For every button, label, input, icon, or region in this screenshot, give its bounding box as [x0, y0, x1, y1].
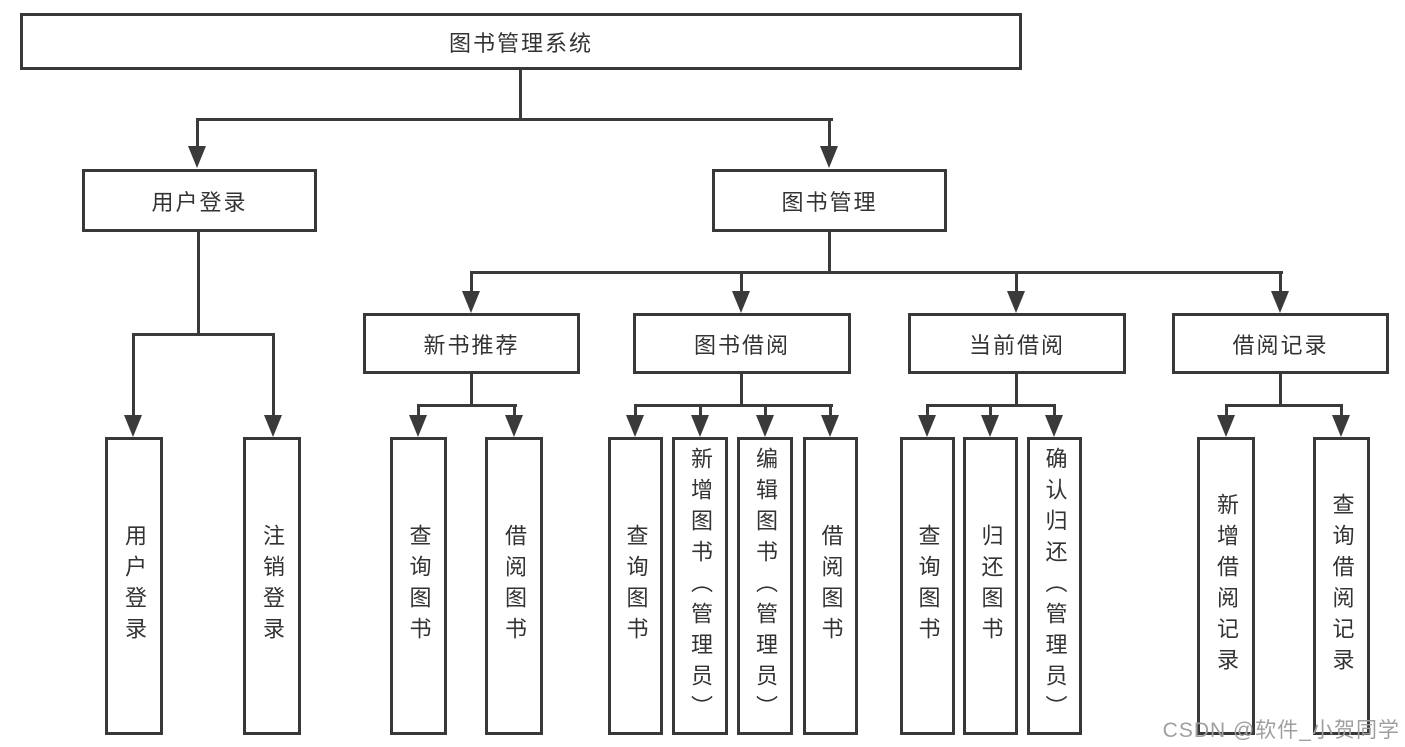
leaf-rec-borrow-books-label: 借阅图书: [502, 524, 527, 648]
node-new-book-recommend-label: 新书推荐: [423, 332, 520, 358]
node-book-management-label: 图书管理: [781, 189, 878, 215]
leaf-bb-borrow-books: 借阅图书: [803, 437, 858, 735]
leaf-cb-confirm-return-admin: 确认归还（管理员）: [1027, 437, 1082, 735]
leaf-bb-edit-books-admin: 编辑图书（管理员）: [737, 437, 793, 735]
arrowhead-br-add-icon: [1217, 415, 1235, 437]
leaf-cb-query-books-label: 查询图书: [915, 524, 941, 648]
arrowhead-current-borrow-icon: [1007, 291, 1025, 313]
connector-br-crossbar: [1225, 404, 1343, 407]
connector-drop-bb-add: [699, 404, 702, 418]
node-root-book-management-system: 图书管理系统: [20, 13, 1022, 70]
arrowhead-br-query-icon: [1332, 415, 1350, 437]
connector-rec-stem: [470, 374, 473, 407]
connector-drop-logout-leaf: [272, 333, 275, 417]
node-book-management: 图书管理: [712, 169, 947, 232]
arrowhead-borrow-records-icon: [1271, 291, 1289, 313]
connector-drop-user-login: [196, 118, 199, 150]
connector-drop-book-borrow: [740, 271, 743, 293]
node-current-borrowing: 当前借阅: [908, 313, 1126, 374]
arrowhead-bb-borrow-icon: [821, 415, 839, 437]
connector-user-login-stem: [197, 232, 200, 336]
arrowhead-bb-query-icon: [626, 415, 644, 437]
leaf-user-login-label: 用户登录: [122, 524, 147, 648]
connector-drop-book-mgmt: [828, 118, 831, 150]
connector-book-mgmt-crossbar: [470, 271, 1283, 274]
connector-bb-stem: [740, 374, 743, 407]
node-user-login: 用户登录: [82, 169, 317, 232]
connector-drop-current-borrow: [1015, 271, 1018, 293]
node-borrowing-records: 借阅记录: [1172, 313, 1389, 374]
node-book-borrowing: 图书借阅: [633, 313, 851, 374]
connector-drop-cb-query: [926, 404, 929, 418]
leaf-bb-borrow-books-label: 借阅图书: [818, 524, 844, 648]
leaf-br-query-record: 查询借阅记录: [1313, 437, 1370, 735]
leaf-rec-query-books: 查询图书: [390, 437, 447, 735]
connector-drop-br-query: [1340, 404, 1343, 418]
connector-drop-bb-borrow: [829, 404, 832, 418]
csdn-watermark: CSDN @软件_小贺同学: [1162, 719, 1400, 742]
connector-user-login-crossbar: [132, 333, 275, 336]
connector-drop-bb-query: [634, 404, 637, 418]
arrowhead-logout-leaf-icon: [264, 415, 282, 437]
leaf-bb-add-books-admin-label: 新增图书（管理员）: [688, 446, 713, 726]
connector-drop-cb-return: [989, 404, 992, 418]
leaf-logout: 注销登录: [243, 437, 301, 735]
arrowhead-bb-edit-icon: [756, 415, 774, 437]
leaf-user-login: 用户登录: [105, 437, 163, 735]
connector-drop-rec-borrow: [513, 404, 516, 418]
connector-drop-br-add: [1225, 404, 1228, 418]
leaf-br-query-record-label: 查询借阅记录: [1329, 493, 1355, 679]
leaf-logout-label: 注销登录: [260, 524, 285, 648]
node-borrowing-records-label: 借阅记录: [1232, 332, 1329, 358]
leaf-cb-return-books: 归还图书: [963, 437, 1018, 735]
connector-root-stem: [519, 70, 522, 120]
leaf-br-add-record: 新增借阅记录: [1197, 437, 1255, 735]
leaf-bb-edit-books-admin-label: 编辑图书（管理员）: [753, 446, 778, 726]
connector-rec-crossbar: [417, 404, 517, 407]
arrowhead-bb-add-icon: [691, 415, 709, 437]
connector-book-mgmt-stem: [828, 232, 831, 274]
connector-cb-stem: [1015, 374, 1018, 407]
leaf-cb-return-books-label: 归还图书: [978, 524, 1004, 648]
leaf-cb-query-books: 查询图书: [900, 437, 955, 735]
leaf-bb-add-books-admin: 新增图书（管理员）: [672, 437, 728, 735]
arrowhead-rec-query-icon: [409, 415, 427, 437]
arrowhead-login-leaf-icon: [124, 415, 142, 437]
leaf-bb-query-books-label: 查询图书: [623, 524, 649, 648]
node-current-borrowing-label: 当前借阅: [968, 332, 1065, 358]
leaf-bb-query-books: 查询图书: [608, 437, 663, 735]
arrowhead-book-mgmt-icon: [820, 146, 838, 168]
connector-br-stem: [1279, 374, 1282, 407]
connector-drop-rec-query: [417, 404, 420, 418]
connector-drop-bb-edit: [764, 404, 767, 418]
arrowhead-cb-query-icon: [918, 415, 936, 437]
arrowhead-user-login-icon: [188, 146, 206, 168]
arrowhead-cb-return-icon: [981, 415, 999, 437]
node-user-login-label: 用户登录: [151, 189, 248, 215]
leaf-rec-query-books-label: 查询图书: [406, 524, 432, 648]
connector-drop-cb-confirm: [1053, 404, 1056, 418]
node-book-borrowing-label: 图书借阅: [693, 332, 790, 358]
node-root-label: 图书管理系统: [448, 30, 593, 56]
arrowhead-new-book-rec-icon: [462, 291, 480, 313]
leaf-br-add-record-label: 新增借阅记录: [1214, 493, 1239, 679]
leaf-rec-borrow-books: 借阅图书: [485, 437, 543, 735]
connector-root-crossbar: [197, 118, 833, 121]
arrowhead-cb-confirm-icon: [1045, 415, 1063, 437]
connector-drop-login-leaf: [132, 333, 135, 417]
connector-drop-borrow-records: [1279, 271, 1282, 293]
arrowhead-book-borrow-icon: [732, 291, 750, 313]
connector-bb-crossbar: [634, 404, 833, 407]
node-new-book-recommend: 新书推荐: [363, 313, 580, 374]
connector-drop-new-book-rec: [470, 271, 473, 293]
arrowhead-rec-borrow-icon: [505, 415, 523, 437]
leaf-cb-confirm-return-admin-label: 确认归还（管理员）: [1042, 446, 1068, 726]
